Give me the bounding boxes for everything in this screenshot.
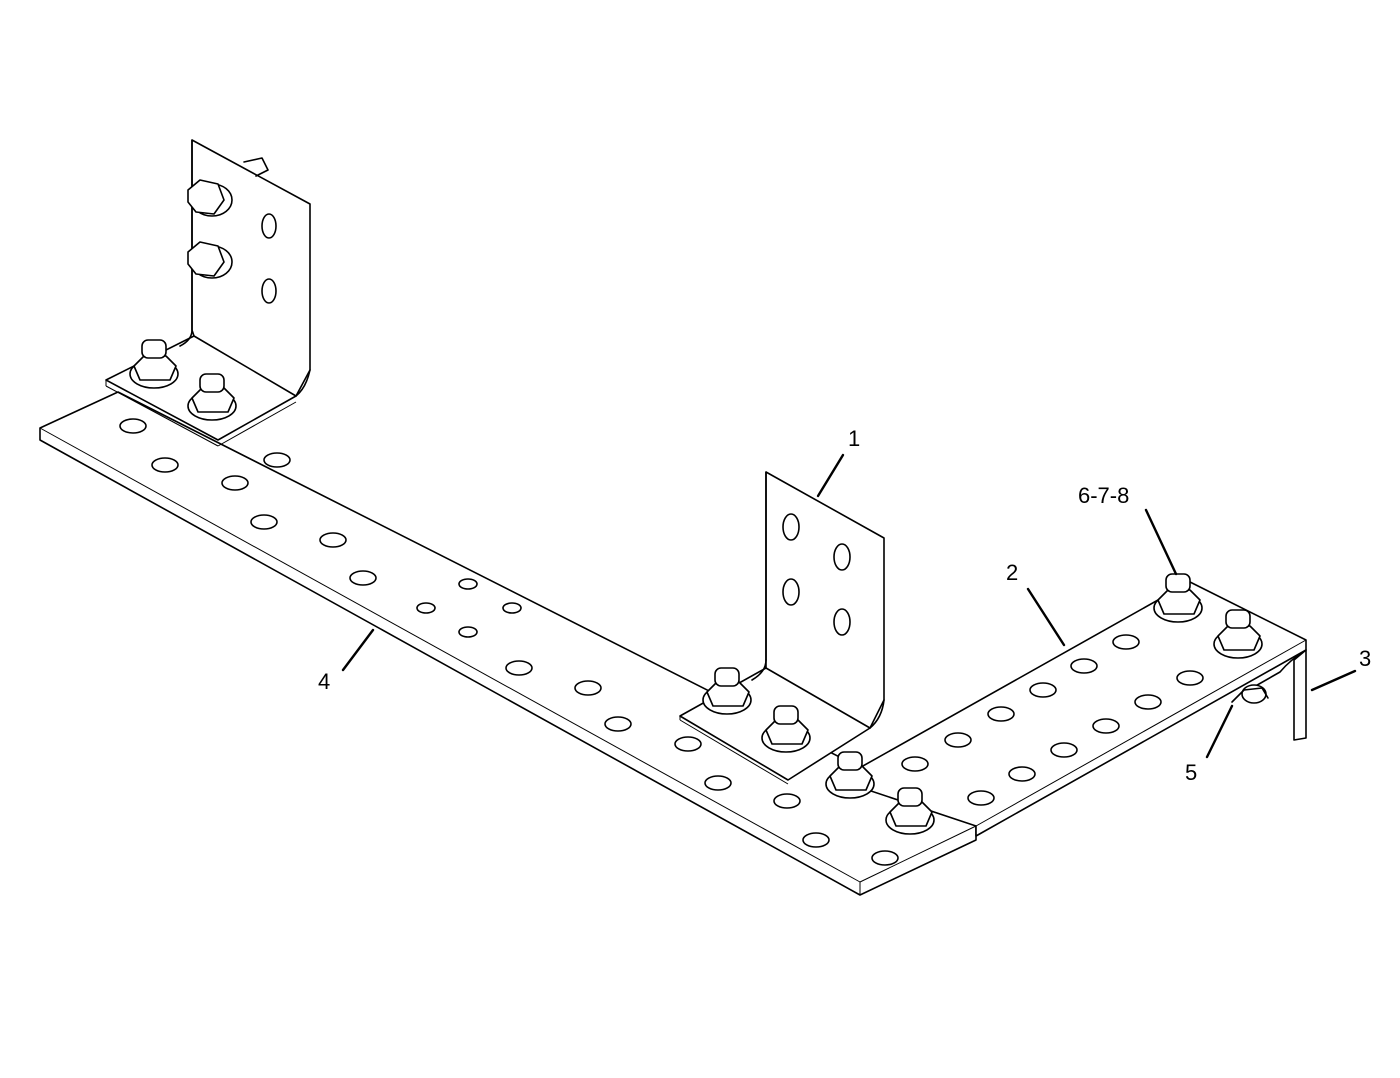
- callout-6-7-8: 6-7-8: [1078, 483, 1129, 508]
- nut: [1213, 609, 1263, 659]
- callout-3: 3: [1359, 646, 1371, 671]
- nut: [702, 667, 752, 715]
- underside-bolt: [1231, 684, 1269, 704]
- nut: [885, 787, 935, 835]
- nut: [129, 339, 179, 389]
- plate-holes: [119, 418, 899, 866]
- nut: [825, 751, 875, 799]
- callout-1: 1: [848, 426, 860, 451]
- end-bracket: [1251, 649, 1307, 741]
- callout-4: 4: [318, 669, 330, 694]
- nut-bolt-group: [129, 339, 1269, 835]
- nut: [187, 373, 237, 421]
- nut: [761, 705, 811, 753]
- right-plate-holes: [901, 634, 1204, 806]
- callout-labels: 1 2 3 4 5 6-7-8: [318, 426, 1371, 785]
- nut: [1153, 573, 1203, 623]
- leader-lines: [341, 453, 1357, 759]
- callout-2: 2: [1006, 560, 1018, 585]
- callout-5: 5: [1185, 760, 1197, 785]
